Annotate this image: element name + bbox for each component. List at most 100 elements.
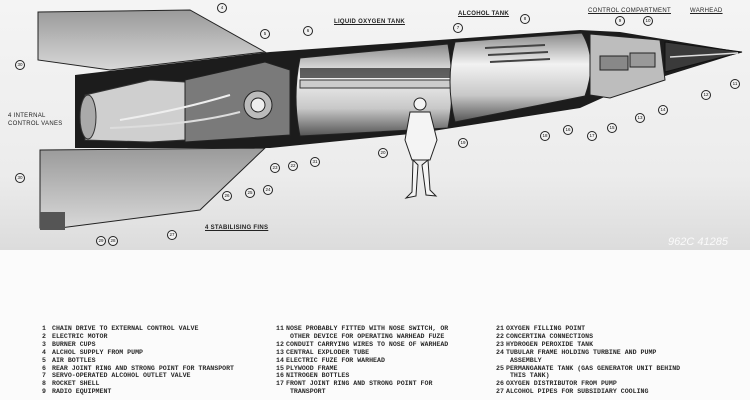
legend-item-number: 4: [42, 348, 46, 356]
legend-item-number: 15: [276, 364, 284, 372]
label-control-vanes-line2: CONTROL VANES: [8, 121, 63, 127]
callout-10: 10: [643, 16, 653, 26]
legend-item-text: RADIO EQUIPMENT: [52, 388, 112, 396]
legend-item-number: 25: [496, 364, 504, 372]
callout-22: 22: [288, 161, 298, 171]
legend-item-text: PLYWOOD FRAME: [286, 364, 338, 372]
legend-item-number: 6: [42, 364, 46, 372]
legend-item-text: REAR JOINT RING AND STRONG POINT FOR TRA…: [52, 364, 235, 372]
upper-fin: [37, 9, 267, 71]
rocket-cutaway-illustration: LIQUID OXYGEN TANK ALCOHOL TANK CONTROL …: [0, 0, 750, 250]
callout-18: 18: [540, 131, 550, 141]
legend-item: 6 REAR JOINT RING AND STRONG POINT FOR TR…: [42, 365, 234, 373]
callout-29: 29: [96, 236, 106, 246]
alcohol-tank: [449, 32, 592, 123]
callout-13: 13: [635, 113, 645, 123]
callout-19: 19: [458, 138, 468, 148]
callout-31: 31: [310, 157, 320, 167]
legend-item-text: ELECTRIC MOTOR: [52, 332, 108, 340]
legend-item-text: CENTRAL EXPLODER TUBE: [286, 348, 370, 356]
callout-5: 5: [260, 29, 270, 39]
soldier-figure: [404, 97, 438, 199]
legend-item-number: 27: [496, 388, 504, 396]
legend-item-number: 26: [496, 380, 504, 388]
callout-11: 11: [730, 79, 740, 89]
label-control-compartment: CONTROL COMPARTMENT: [588, 8, 671, 14]
callout-16: 16: [563, 125, 573, 135]
legend-item-text: NOSE PROBABLY FITTED WITH NOSE SWITCH, O…: [286, 325, 449, 340]
legend-item: 4 ALCHOL SUPPLY FROM PUMP: [42, 349, 234, 357]
legend-item-number: 7: [42, 372, 46, 380]
callout-7: 7: [453, 23, 463, 33]
callout-14: 14: [658, 105, 668, 115]
callout-23: 23: [270, 163, 280, 173]
legend-item-text: HYDROGEN PEROXIDE TANK: [506, 340, 594, 348]
legend-item-number: 23: [496, 340, 504, 348]
callout-24: 24: [263, 185, 273, 195]
legend-item: 2 ELECTRIC MOTOR: [42, 333, 234, 341]
legend-item-number: 11: [276, 325, 284, 332]
legend-item-number: 12: [276, 340, 284, 348]
label-alcohol-tank: ALCOHOL TANK: [458, 11, 510, 17]
legend-item-text: OXYGEN FILLING POINT: [506, 325, 586, 332]
callout-25: 25: [245, 188, 255, 198]
archive-stamp: 962C 41285: [668, 236, 728, 248]
legend-item-text: ALCOHOL PIPES FOR SUBSIDIARY COOLING: [506, 388, 649, 396]
callout-17: 17: [587, 131, 597, 141]
legend-item-text: PERMANGANATE TANK (GAS GENERATOR UNIT BE…: [506, 364, 681, 380]
legend-item-text: ELECTRIC FUZE FOR WARHEAD: [286, 356, 385, 364]
legend-item-text: CHAIN DRIVE TO EXTERNAL CONTROL VALVE: [52, 325, 199, 332]
legend-item-text: TUBULAR FRAME HOLDING TURBINE AND PUMP A…: [506, 348, 657, 364]
warhead: [664, 41, 743, 73]
legend-item: 8 ROCKET SHELL: [42, 380, 234, 388]
legend-item-text: ROCKET SHELL: [52, 380, 100, 388]
legend-item-number: 2: [42, 332, 46, 340]
rocket-drawing: [37, 9, 743, 230]
legend-item-text: CONDUIT CARRYING WIRES TO NOSE OF WARHEA…: [286, 340, 449, 348]
legend-item-text: FRONT JOINT RING AND STRONG POINT FOR TR…: [286, 380, 433, 396]
legend-item-number: 8: [42, 380, 46, 388]
legend-item-text: AIR BOTTLES: [52, 356, 96, 364]
legend-item-text: SERVO-OPERATED ALCOHOL OUTLET VALVE: [52, 372, 191, 380]
legend-item-text: ALCHOL SUPPLY FROM PUMP: [52, 348, 144, 356]
legend-item-number: 13: [276, 348, 284, 356]
legend-item-number: 5: [42, 356, 46, 364]
label-liquid-oxygen-tank: LIQUID OXYGEN TANK: [334, 19, 405, 25]
callout-30: 30: [15, 60, 25, 70]
lower-fin: [39, 147, 267, 229]
legend-item-number: 9: [42, 388, 46, 396]
legend-item-number: 17: [276, 380, 284, 388]
legend-item-number: 21: [496, 325, 504, 332]
callout-9: 9: [615, 16, 625, 26]
legend-item: 9 RADIO EQUIPMENT: [42, 388, 234, 396]
legend-item-number: 24: [496, 348, 504, 356]
callout-15: 15: [607, 123, 617, 133]
callout-20: 20: [378, 148, 388, 158]
legend-item-text: CONCERTINA CONNECTIONS: [506, 332, 594, 340]
label-stabilising-fins: 4 STABILISING FINS: [205, 225, 269, 231]
callout-6: 6: [303, 26, 313, 36]
label-warhead: WARHEAD: [690, 8, 723, 14]
legend-item-text: BURNER CUPS: [52, 340, 96, 348]
label-control-vanes-line1: 4 INTERNAL: [8, 113, 46, 119]
callout-8: 8: [520, 14, 530, 24]
legend-item-number: 22: [496, 332, 504, 340]
legend-item-text: NITROGEN BOTTLES: [286, 372, 350, 380]
